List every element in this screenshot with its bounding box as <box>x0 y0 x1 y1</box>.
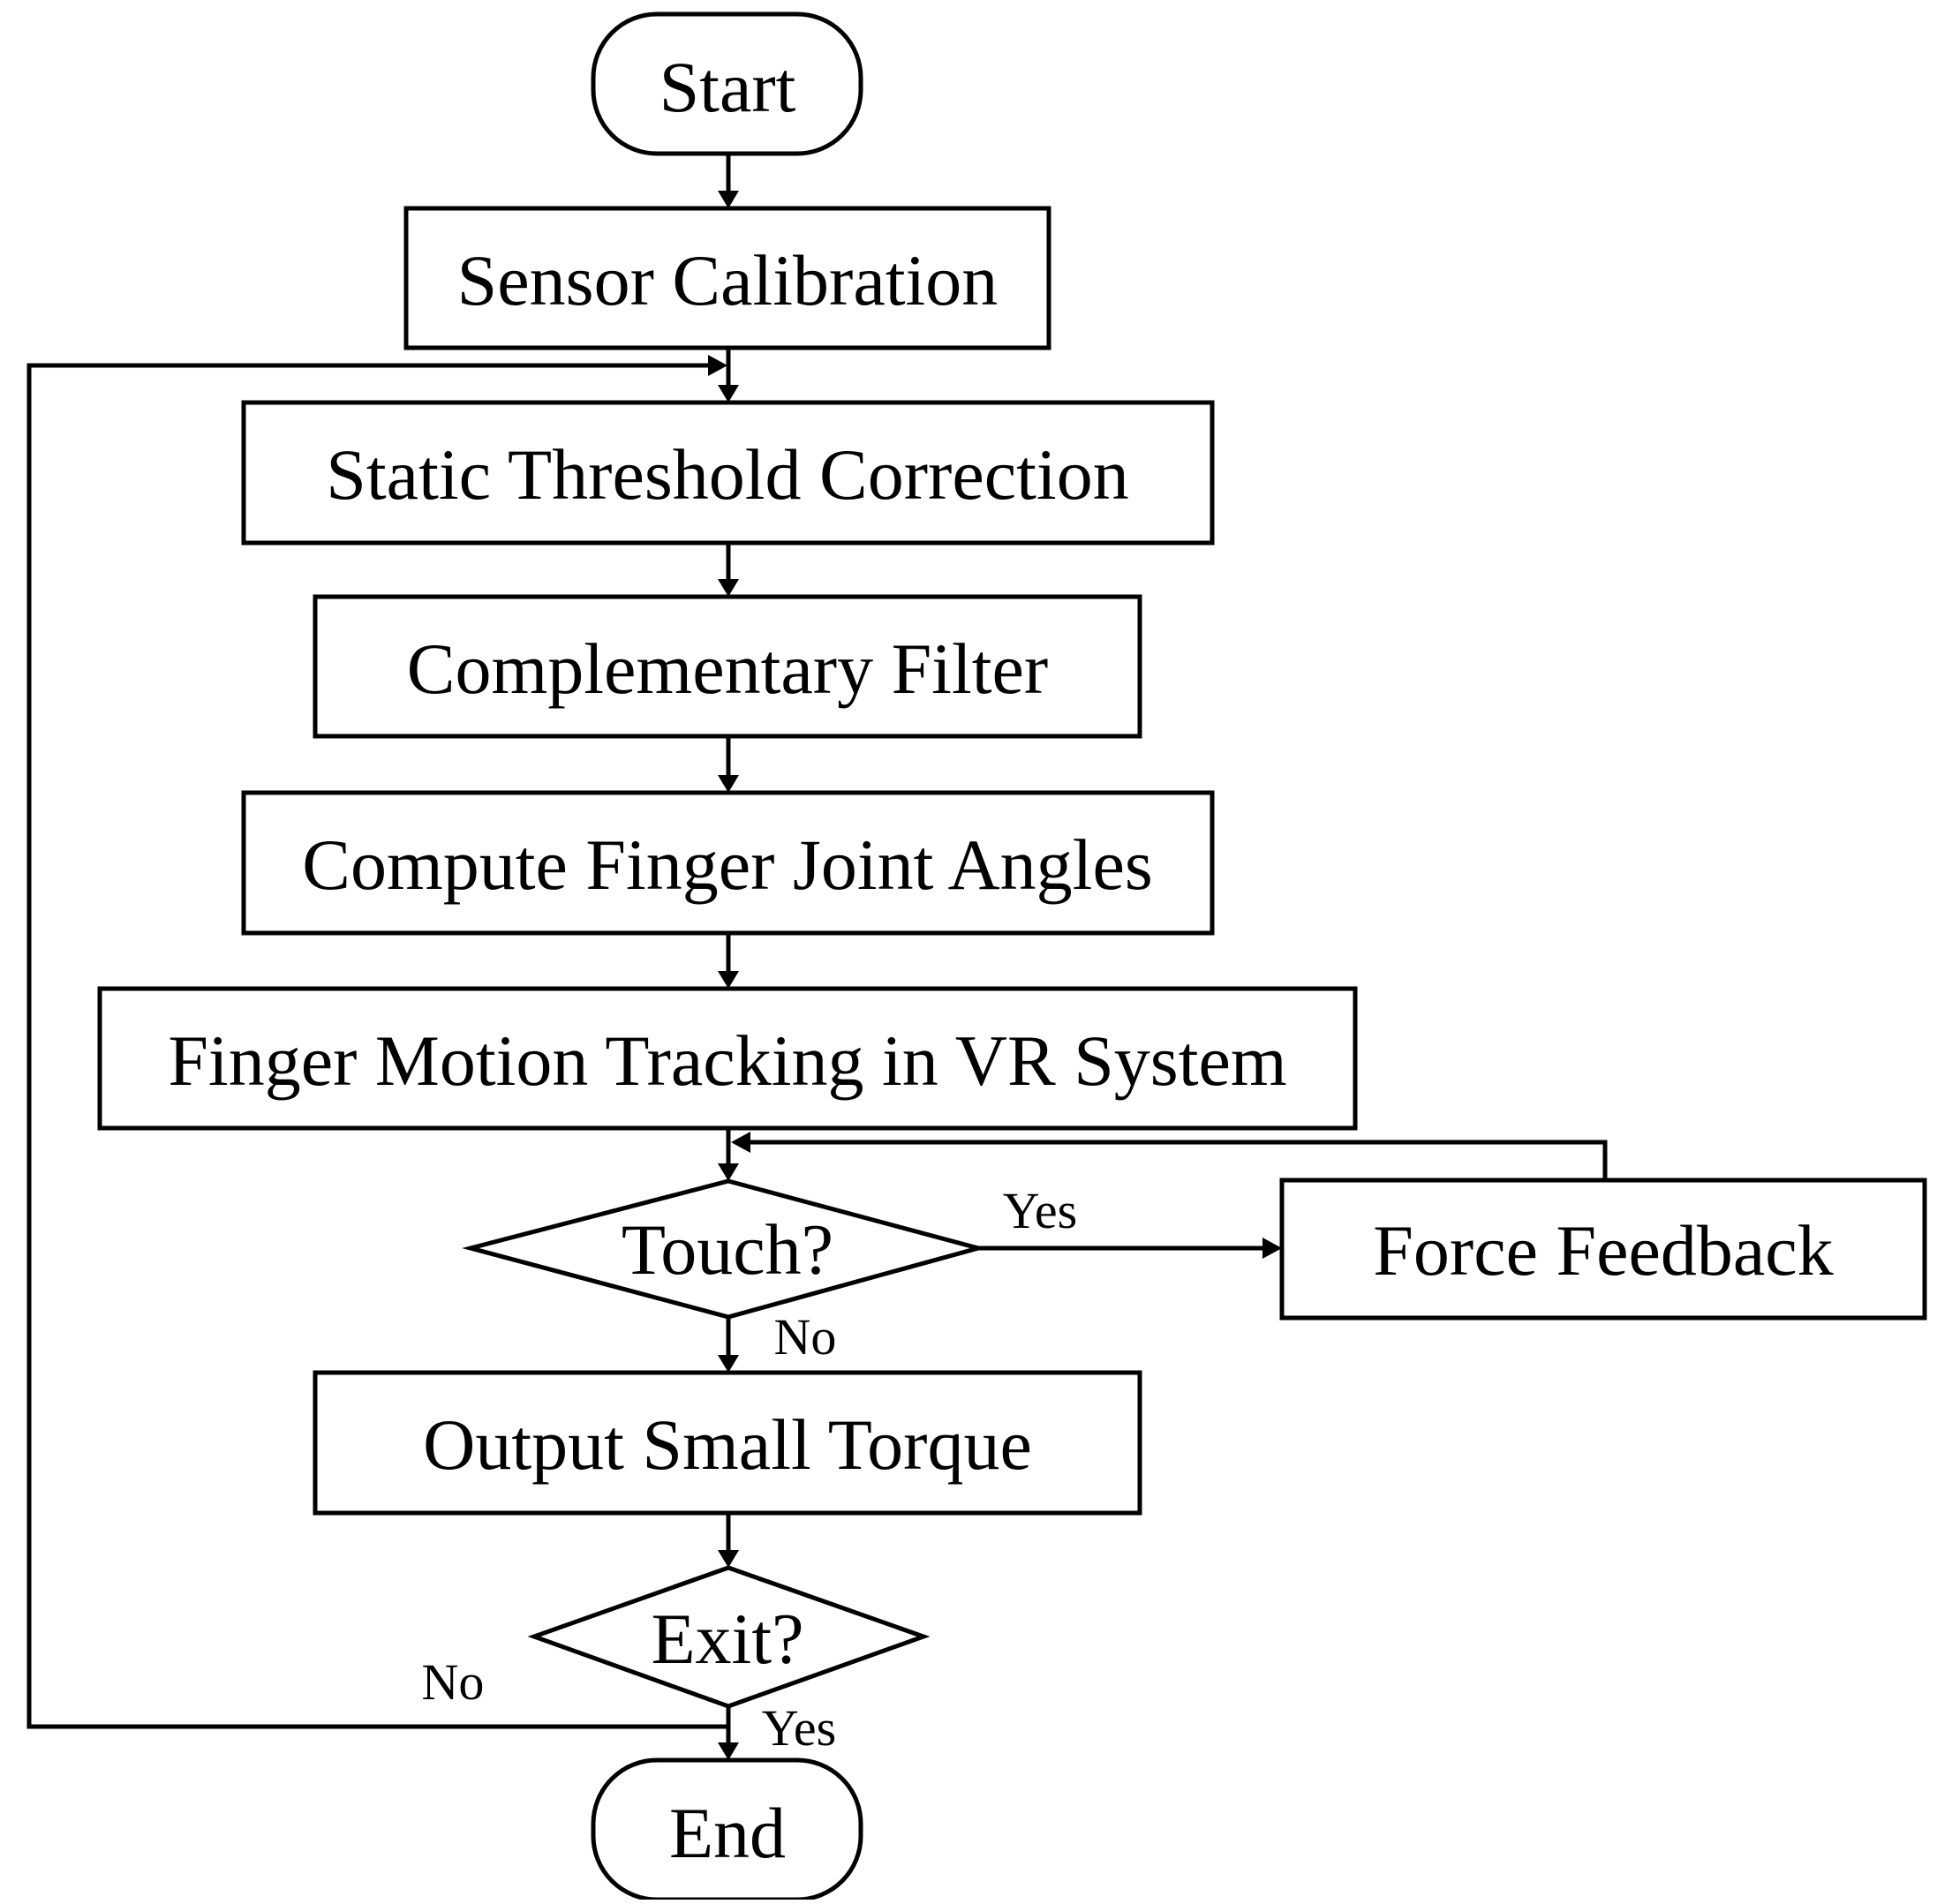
sensor-calibration-label: Sensor Calibration <box>457 240 999 320</box>
force-feedback-label: Force Feedback <box>1373 1210 1833 1291</box>
node-start: Start <box>591 11 863 156</box>
compute-angles-box <box>241 790 1215 936</box>
exit-label: Exit? <box>651 1599 803 1679</box>
force-feedback-box <box>1279 1178 1927 1321</box>
edges <box>26 154 1608 1760</box>
end-label: End <box>669 1793 786 1873</box>
arrowhead <box>718 775 739 793</box>
edge-labels: Yes No No Yes <box>422 1182 1078 1757</box>
exit-yes-label: Yes <box>762 1699 836 1757</box>
start-terminator <box>591 11 863 156</box>
node-output-torque: Output Small Torque <box>313 1370 1142 1516</box>
arrowhead <box>718 191 739 208</box>
node-static-threshold: Static Threshold Correction <box>241 400 1215 546</box>
start-label: Start <box>659 47 796 127</box>
complementary-filter-box <box>313 594 1142 739</box>
arrowhead <box>708 355 727 376</box>
touch-diamond <box>462 1178 987 1320</box>
sensor-calibration-box <box>403 206 1051 350</box>
arrowhead <box>718 971 739 989</box>
compute-angles-label: Compute Finger Joint Angles <box>302 824 1153 905</box>
arrowhead <box>718 579 739 597</box>
arrowhead <box>718 1742 739 1760</box>
node-end: End <box>591 1757 863 1902</box>
node-force-feedback: Force Feedback <box>1279 1178 1927 1321</box>
exit-diamond <box>527 1565 931 1709</box>
complementary-filter-label: Complementary Filter <box>407 628 1048 709</box>
node-complementary-filter: Complementary Filter <box>313 594 1142 739</box>
arrowhead <box>1262 1238 1282 1259</box>
node-sensor-calibration: Sensor Calibration <box>403 206 1051 350</box>
motion-tracking-box <box>97 986 1358 1131</box>
touch-no-label: No <box>774 1308 837 1366</box>
exit-no-label: No <box>422 1653 485 1711</box>
touch-label: Touch? <box>622 1209 833 1290</box>
arrowhead <box>718 385 739 403</box>
node-exit-decision: Exit? <box>527 1565 931 1709</box>
edge-feedback-loop-back <box>749 1140 1608 1180</box>
edge-exit-no-loop-back <box>26 363 728 1729</box>
arrowhead <box>718 1355 739 1373</box>
static-threshold-box <box>241 400 1215 546</box>
touch-yes-label: Yes <box>1003 1182 1077 1239</box>
node-motion-tracking: Finger Motion Tracking in VR System <box>97 986 1358 1131</box>
arrowhead <box>718 1163 739 1181</box>
static-threshold-label: Static Threshold Correction <box>326 434 1128 515</box>
arrowhead <box>731 1132 750 1153</box>
arrowhead <box>718 1550 739 1568</box>
motion-tracking-label: Finger Motion Tracking in VR System <box>168 1020 1286 1101</box>
output-torque-box <box>313 1370 1142 1516</box>
node-compute-angles: Compute Finger Joint Angles <box>241 790 1215 936</box>
output-torque-label: Output Small Torque <box>423 1404 1032 1485</box>
node-touch-decision: Touch? <box>462 1178 987 1320</box>
